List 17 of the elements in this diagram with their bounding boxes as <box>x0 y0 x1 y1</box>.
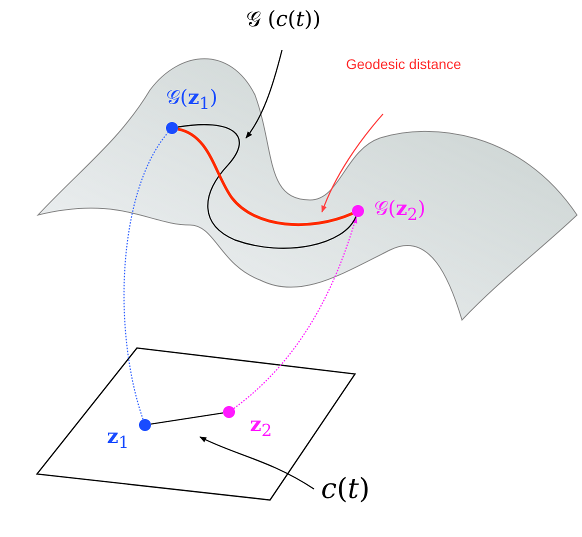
curve-label: c(t) <box>321 474 370 505</box>
mapped-curve <box>178 124 356 249</box>
point-marker <box>139 419 151 431</box>
curve-label: 𝒢 (c(t)) <box>246 8 321 32</box>
point-label: z$_{2}$ <box>250 413 272 440</box>
point-marker <box>223 406 235 418</box>
dotted-mapping-arrow <box>233 216 358 409</box>
leader-arrow <box>246 50 283 139</box>
leader-arrow <box>199 436 314 490</box>
point-label: 𝒢(z$_{2}$) <box>374 197 426 224</box>
dotted-mapping-line <box>123 132 169 420</box>
point-label: z$_{1}$ <box>107 425 129 452</box>
point-label: 𝒢(z$_{1}$) <box>166 86 218 114</box>
leader-arrow <box>321 114 384 213</box>
geodesic-curve <box>178 128 353 226</box>
geodesic-label: Geodesic distance <box>346 57 462 72</box>
latent-path-line <box>150 412 224 425</box>
